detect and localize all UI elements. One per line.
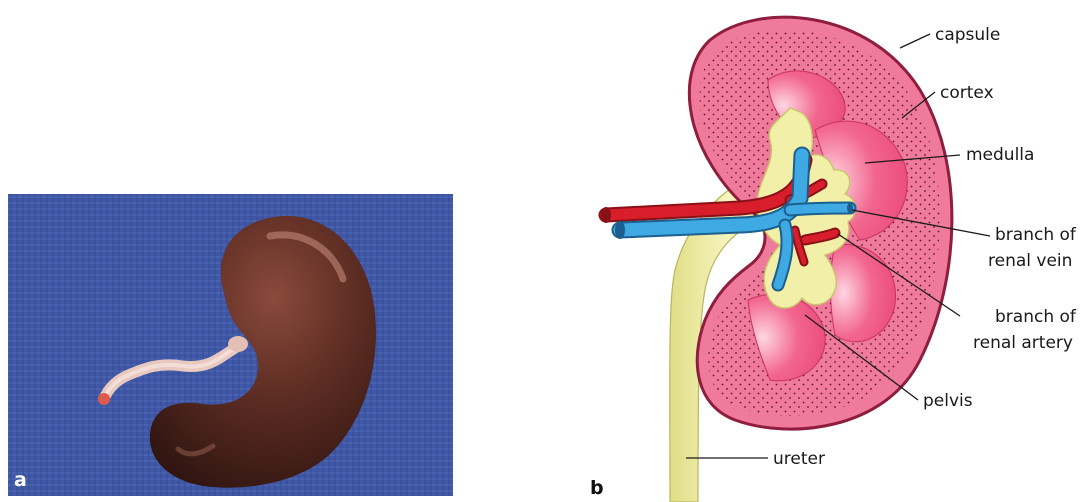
label-capsule: capsule	[935, 25, 1000, 45]
label-renal-vein-1: branch of	[995, 225, 1077, 245]
kidney-cross-section-diagram: capsule cortex medulla branch of renal v…	[590, 0, 1086, 502]
label-medulla: medulla	[966, 145, 1034, 165]
label-renal-artery-1: branch of	[995, 307, 1077, 327]
leader-capsule	[900, 34, 930, 48]
label-renal-artery-2: renal artery	[973, 333, 1073, 353]
label-cortex: cortex	[940, 83, 994, 103]
label-renal-vein-2: renal vein	[988, 251, 1072, 271]
kidney-photo: a	[8, 194, 453, 496]
label-pelvis: pelvis	[923, 391, 973, 411]
label-ureter: ureter	[773, 449, 825, 469]
panel-letter-a: a	[14, 469, 27, 491]
panel-letter-b: b	[590, 477, 604, 499]
